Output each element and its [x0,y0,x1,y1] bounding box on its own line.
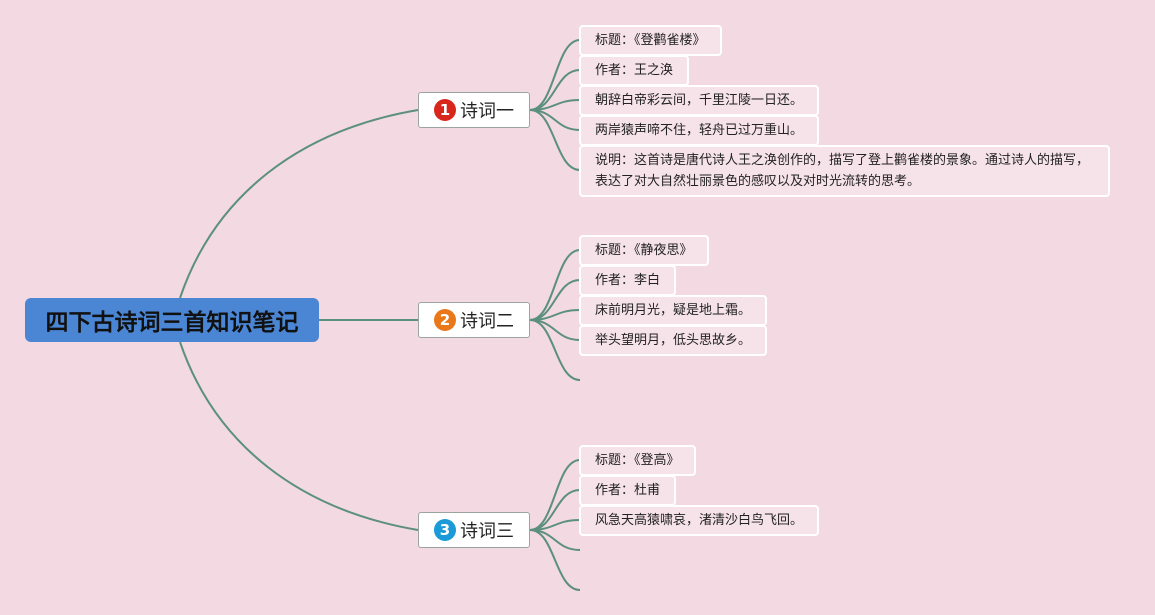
leaf-label: 举头望明月，低头思故乡。 [595,333,752,348]
branch-topic-label: 诗词一 [460,101,514,122]
leaf-topic[interactable]: 风急天高猿啸哀，渚清沙白鸟飞回。 [579,505,820,536]
leaf-topic[interactable]: 床前明月光，疑是地上霜。 [579,295,768,326]
leaf-label: 作者：李白 [595,273,661,288]
branch-topic-label: 诗词二 [460,311,514,332]
leaf-topic[interactable]: 两岸猿声啼不住，轻舟已过万重山。 [579,115,820,146]
leaf-topic[interactable]: 标题：《静夜思》 [579,235,709,266]
root-topic[interactable]: 四下古诗词三首知识笔记 [25,298,319,342]
leaf-topic[interactable]: 标题：《登高》 [579,445,696,476]
leaf-label: 风急天高猿啸哀，渚清沙白鸟飞回。 [595,513,804,528]
branch-topic-label: 诗词三 [460,521,514,542]
leaf-label: 两岸猿声啼不住，轻舟已过万重山。 [595,123,804,138]
leaf-label: 床前明月光，疑是地上霜。 [595,303,752,318]
link-root-branch-1 [179,109,419,299]
leaf-label: 作者：王之涣 [595,63,674,78]
leaf-topic[interactable]: 作者：李白 [579,265,677,296]
number-badge-icon: 1 [434,99,456,121]
root-topic-label: 四下古诗词三首知识笔记 [45,310,299,336]
leaf-label: 标题：《登鹳雀楼》 [595,33,706,48]
leaf-label: 标题：《登高》 [595,453,680,468]
leaf-label: 作者：杜甫 [595,483,661,498]
link-b1-leaf-5 [529,109,581,171]
branch-topic-1[interactable]: 1 诗词一 [418,92,530,128]
leaf-topic[interactable]: 说明：这首诗是唐代诗人王之涣创作的，描写了登上鹳雀楼的景象。通过诗人的描写，表达… [579,145,1110,197]
link-b1-leaf-1 [529,39,581,111]
leaf-topic[interactable]: 作者：王之涣 [579,55,690,86]
leaf-label: 说明：这首诗是唐代诗人王之涣创作的，描写了登上鹳雀楼的景象。通过诗人的描写，表达… [595,153,1090,189]
leaf-topic[interactable]: 举头望明月，低头思故乡。 [579,325,768,356]
leaf-label: 朝辞白帝彩云间，千里江陵一日还。 [595,93,804,108]
link-b2-leaf-1 [529,249,581,321]
leaf-topic[interactable]: 朝辞白帝彩云间，千里江陵一日还。 [579,85,820,116]
link-b3-leaf-1 [529,459,581,531]
branch-topic-3[interactable]: 3 诗词三 [418,512,530,548]
number-badge-icon: 2 [434,309,456,331]
leaf-label: 标题：《静夜思》 [595,243,693,258]
branch-topic-2[interactable]: 2 诗词二 [418,302,530,338]
link-b2-leaf-5 [529,319,581,381]
link-root-branch-3 [179,341,419,531]
leaf-topic[interactable]: 作者：杜甫 [579,475,677,506]
number-badge-icon: 3 [434,519,456,541]
link-b3-leaf-5 [529,529,581,591]
leaf-topic[interactable]: 标题：《登鹳雀楼》 [579,25,722,56]
